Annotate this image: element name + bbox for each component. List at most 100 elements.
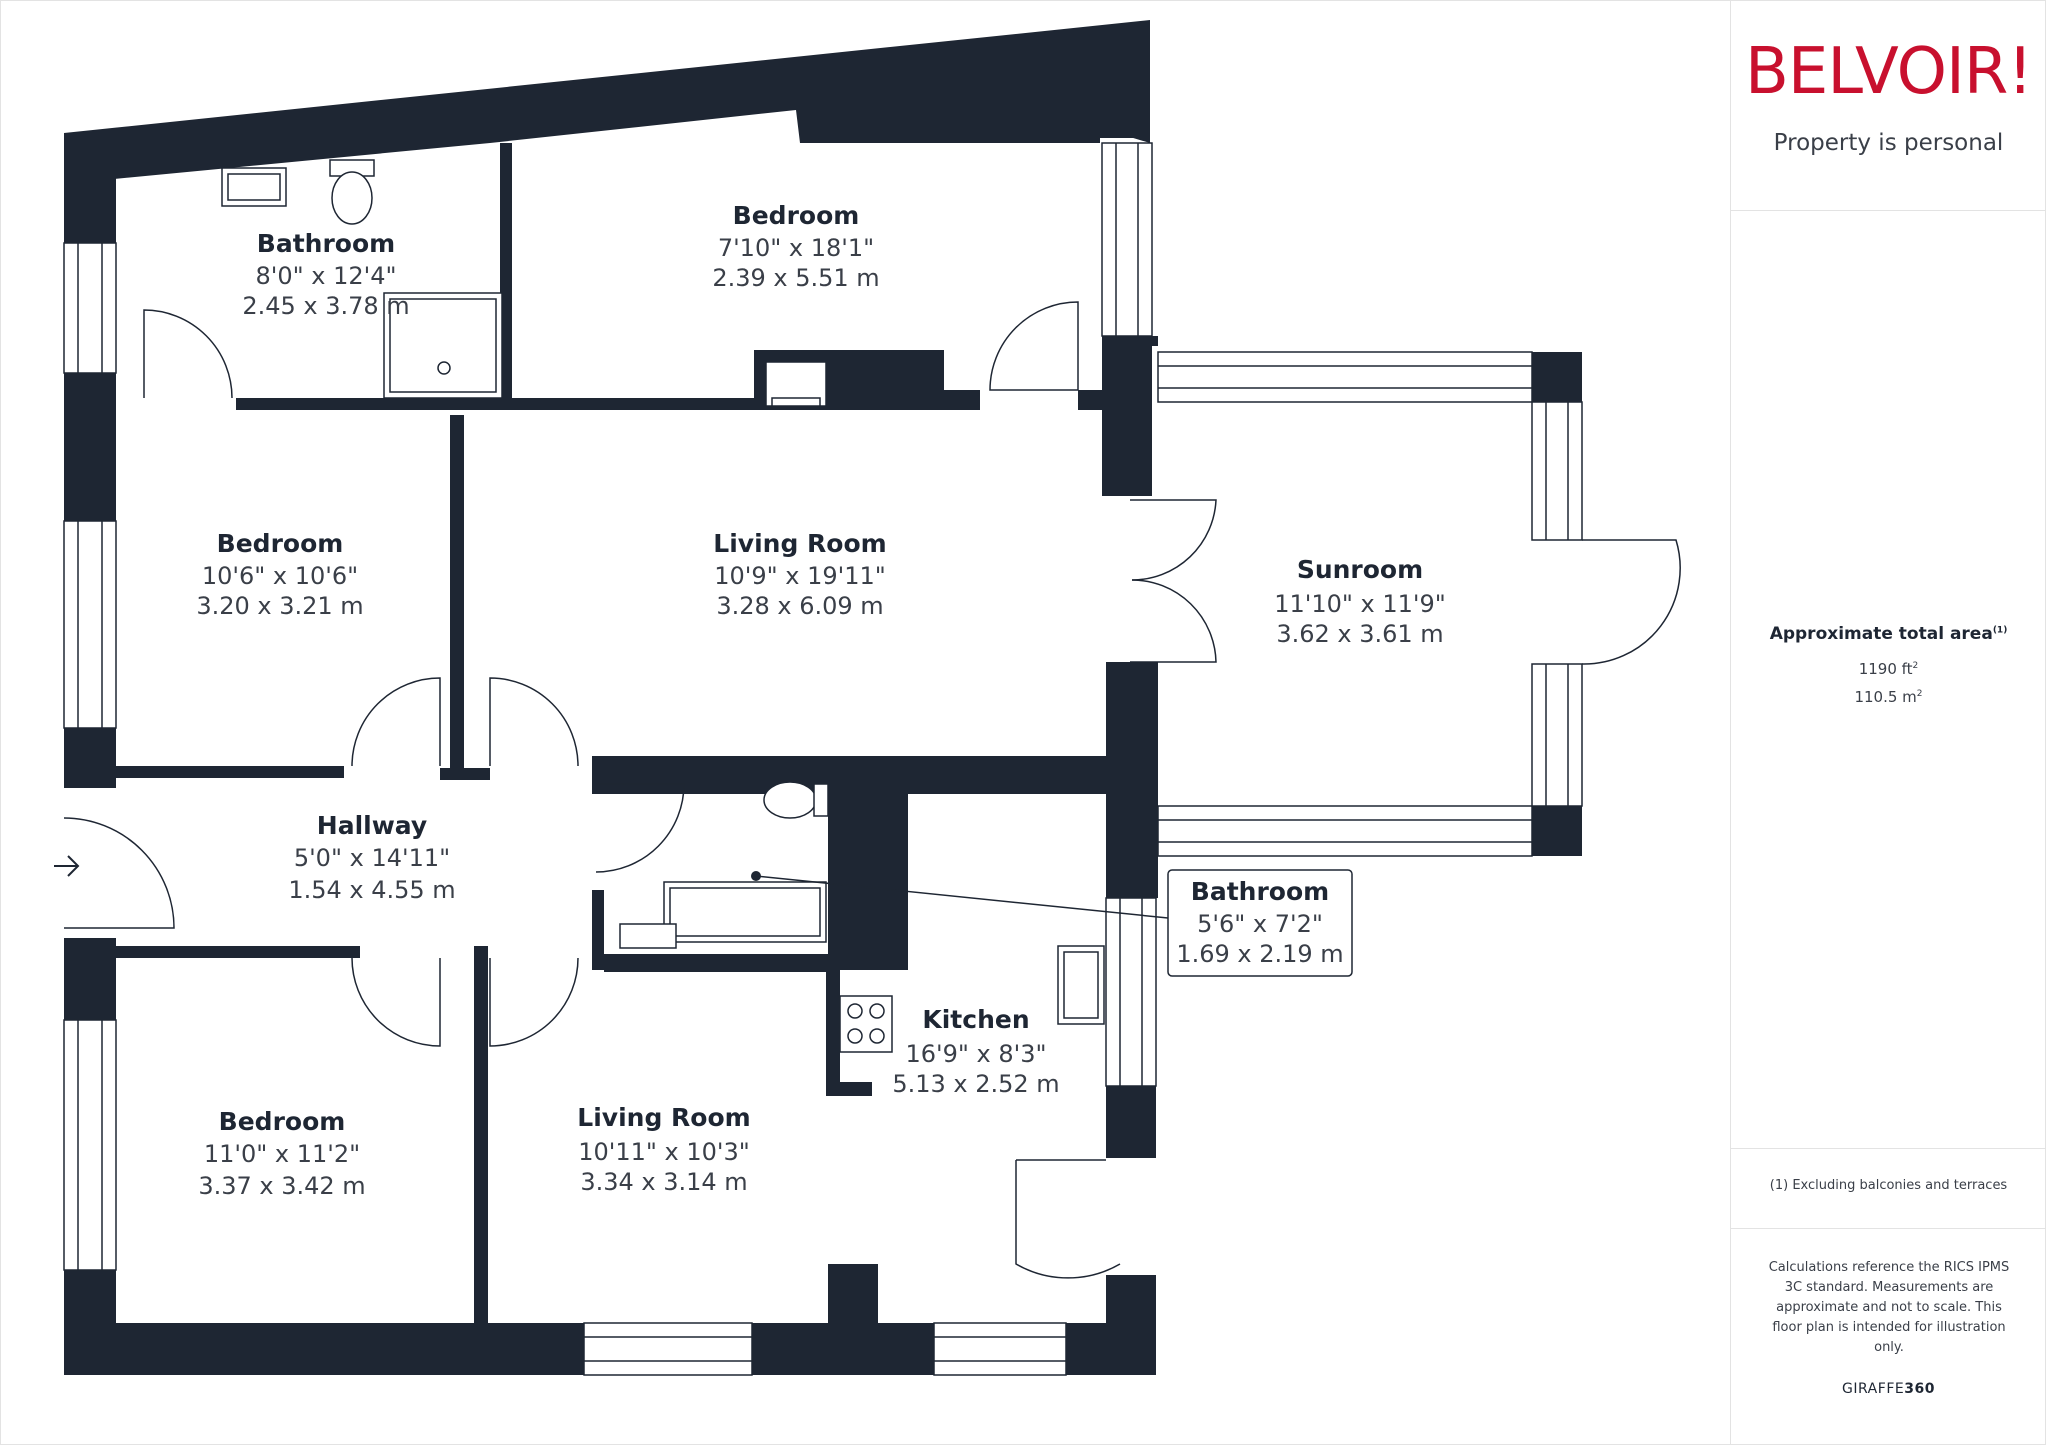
area-sqft: 1190 ft2 bbox=[1858, 660, 1919, 678]
room-label: Kitchen 16'9" x 8'3" 5.13 x 2.52 m bbox=[892, 1005, 1059, 1098]
toilet-icon bbox=[763, 781, 829, 819]
svg-text:10'6" x 10'6": 10'6" x 10'6" bbox=[202, 562, 358, 590]
bedroom-wall bbox=[116, 766, 344, 778]
wall-segment bbox=[826, 1082, 872, 1096]
bedroom-wall bbox=[116, 946, 360, 958]
kitchen-exit-door-swing bbox=[1015, 1160, 1121, 1279]
svg-text:Bedroom: Bedroom bbox=[733, 201, 860, 230]
wall-segment bbox=[64, 728, 116, 788]
svg-text:3.20 x 3.21 m: 3.20 x 3.21 m bbox=[196, 592, 363, 620]
room-label: Bedroom 11'0" x 11'2" 3.37 x 3.42 m bbox=[198, 1107, 365, 1200]
divider bbox=[1731, 210, 2046, 211]
svg-text:1.54 x 4.55 m: 1.54 x 4.55 m bbox=[288, 876, 455, 904]
sunroom-exit-door-swing bbox=[1581, 539, 1681, 665]
wall-segment bbox=[64, 373, 116, 521]
bottom-wall bbox=[64, 1323, 584, 1375]
door-swing bbox=[489, 957, 579, 1047]
bathroom-bedroom-partition bbox=[500, 143, 512, 401]
svg-text:Bathroom: Bathroom bbox=[257, 229, 395, 258]
windows bbox=[63, 142, 1583, 1376]
wall-segment bbox=[440, 768, 490, 780]
sunroom-pillar bbox=[1532, 806, 1582, 856]
sink-icon bbox=[619, 923, 677, 949]
svg-text:Living Room: Living Room bbox=[577, 1103, 750, 1132]
svg-text:7'10" x 18'1": 7'10" x 18'1" bbox=[718, 234, 874, 262]
floor-plan: Bathroom 8'0" x 12'4" 2.45 x 3.78 m Bedr… bbox=[54, 20, 1681, 1376]
room-label: Living Room 10'9" x 19'11" 3.28 x 6.09 m bbox=[713, 529, 886, 620]
walls bbox=[64, 20, 1582, 1375]
wall-segment bbox=[1106, 664, 1158, 804]
room-label: Sunroom 11'10" x 11'9" 3.62 x 3.61 m bbox=[1274, 555, 1446, 648]
brand-logo: BELVOIR! bbox=[1745, 35, 2033, 109]
svg-text:Kitchen: Kitchen bbox=[922, 1005, 1029, 1034]
wall-segment bbox=[828, 1264, 878, 1326]
svg-text:3.37 x 3.42 m: 3.37 x 3.42 m bbox=[198, 1172, 365, 1200]
svg-text:11'0" x 11'2": 11'0" x 11'2" bbox=[204, 1140, 360, 1168]
giraffe360-logo: GIRAFFE360 bbox=[1842, 1381, 1935, 1397]
sunroom-door-swing bbox=[1130, 579, 1217, 663]
svg-text:Sunroom: Sunroom bbox=[1297, 555, 1423, 584]
wall-segment bbox=[474, 946, 488, 1324]
door-swing bbox=[143, 309, 233, 399]
hall-bedroom-partition bbox=[450, 415, 464, 780]
window bbox=[1531, 663, 1583, 807]
svg-text:16'9" x 8'3": 16'9" x 8'3" bbox=[905, 1040, 1046, 1068]
small-bath-wall bbox=[592, 890, 604, 970]
room-label: Bedroom 7'10" x 18'1" 2.39 x 5.51 m bbox=[712, 201, 879, 292]
bathtub-icon bbox=[663, 881, 827, 943]
room-labels: Bathroom 8'0" x 12'4" 2.45 x 3.78 m Bedr… bbox=[196, 201, 1445, 1200]
divider bbox=[1731, 1148, 2046, 1149]
window bbox=[933, 1322, 1067, 1376]
svg-text:2.45 x 3.78 m: 2.45 x 3.78 m bbox=[242, 292, 409, 320]
info-panel: BELVOIR! Property is personal Approximat… bbox=[1730, 0, 2046, 1445]
window bbox=[1105, 897, 1157, 1087]
room-label: Bedroom 10'6" x 10'6" 3.20 x 3.21 m bbox=[196, 529, 363, 620]
footnote: (1) Excluding balconies and terraces bbox=[1769, 1178, 2008, 1193]
svg-text:10'11" x 10'3": 10'11" x 10'3" bbox=[578, 1138, 750, 1166]
wall-segment bbox=[64, 133, 116, 243]
entrance-door-swing bbox=[63, 817, 175, 929]
svg-text:Living Room: Living Room bbox=[713, 529, 886, 558]
door-swing bbox=[351, 677, 441, 767]
fireplace-icon bbox=[765, 361, 827, 407]
svg-text:5.13 x 2.52 m: 5.13 x 2.52 m bbox=[892, 1070, 1059, 1098]
svg-text:Bedroom: Bedroom bbox=[219, 1107, 346, 1136]
room-label: Bathroom 5'6" x 7'2" 1.69 x 2.19 m bbox=[1176, 877, 1343, 968]
entrance-arrow-icon bbox=[54, 855, 80, 877]
small-bath-wall bbox=[604, 954, 840, 972]
door-swing bbox=[989, 301, 1079, 391]
doors bbox=[63, 301, 1681, 1279]
window bbox=[63, 520, 117, 729]
svg-text:10'9" x 19'11": 10'9" x 19'11" bbox=[714, 562, 886, 590]
window bbox=[1101, 142, 1153, 337]
window bbox=[583, 1322, 753, 1376]
window bbox=[63, 242, 117, 374]
wall-segment bbox=[1106, 1086, 1156, 1158]
room-label: Bathroom 8'0" x 12'4" 2.45 x 3.78 m bbox=[242, 229, 409, 320]
svg-text:3.28 x 6.09 m: 3.28 x 6.09 m bbox=[716, 592, 883, 620]
svg-text:2.39 x 5.51 m: 2.39 x 5.51 m bbox=[712, 264, 879, 292]
svg-text:3.62 x 3.61 m: 3.62 x 3.61 m bbox=[1276, 620, 1443, 648]
window bbox=[1157, 805, 1533, 857]
wall-segment bbox=[944, 390, 980, 410]
door-swing bbox=[595, 783, 685, 873]
bathroom-callout bbox=[751, 869, 1353, 977]
wall-segment bbox=[1102, 336, 1158, 346]
svg-text:1.69 x 2.19 m: 1.69 x 2.19 m bbox=[1176, 940, 1343, 968]
svg-text:11'10" x 11'9": 11'10" x 11'9" bbox=[1274, 590, 1446, 618]
toilet-icon bbox=[329, 159, 375, 225]
svg-text:Hallway: Hallway bbox=[317, 811, 427, 840]
sink-icon bbox=[221, 167, 287, 207]
svg-text:3.34 x 3.14 m: 3.34 x 3.14 m bbox=[580, 1168, 747, 1196]
wall-segment bbox=[1106, 1275, 1156, 1375]
divider bbox=[1731, 1228, 2046, 1229]
svg-text:5'6" x 7'2": 5'6" x 7'2" bbox=[1197, 910, 1323, 938]
wall-segment bbox=[1100, 128, 1150, 138]
sink-icon bbox=[1057, 945, 1105, 1025]
window bbox=[63, 1019, 117, 1271]
area-title: Approximate total area(1) bbox=[1769, 624, 2008, 644]
sunroom-pillar bbox=[1532, 352, 1582, 402]
wall-segment bbox=[866, 794, 908, 854]
brand-tagline: Property is personal bbox=[1773, 130, 2004, 156]
wall-segment bbox=[1078, 390, 1102, 410]
